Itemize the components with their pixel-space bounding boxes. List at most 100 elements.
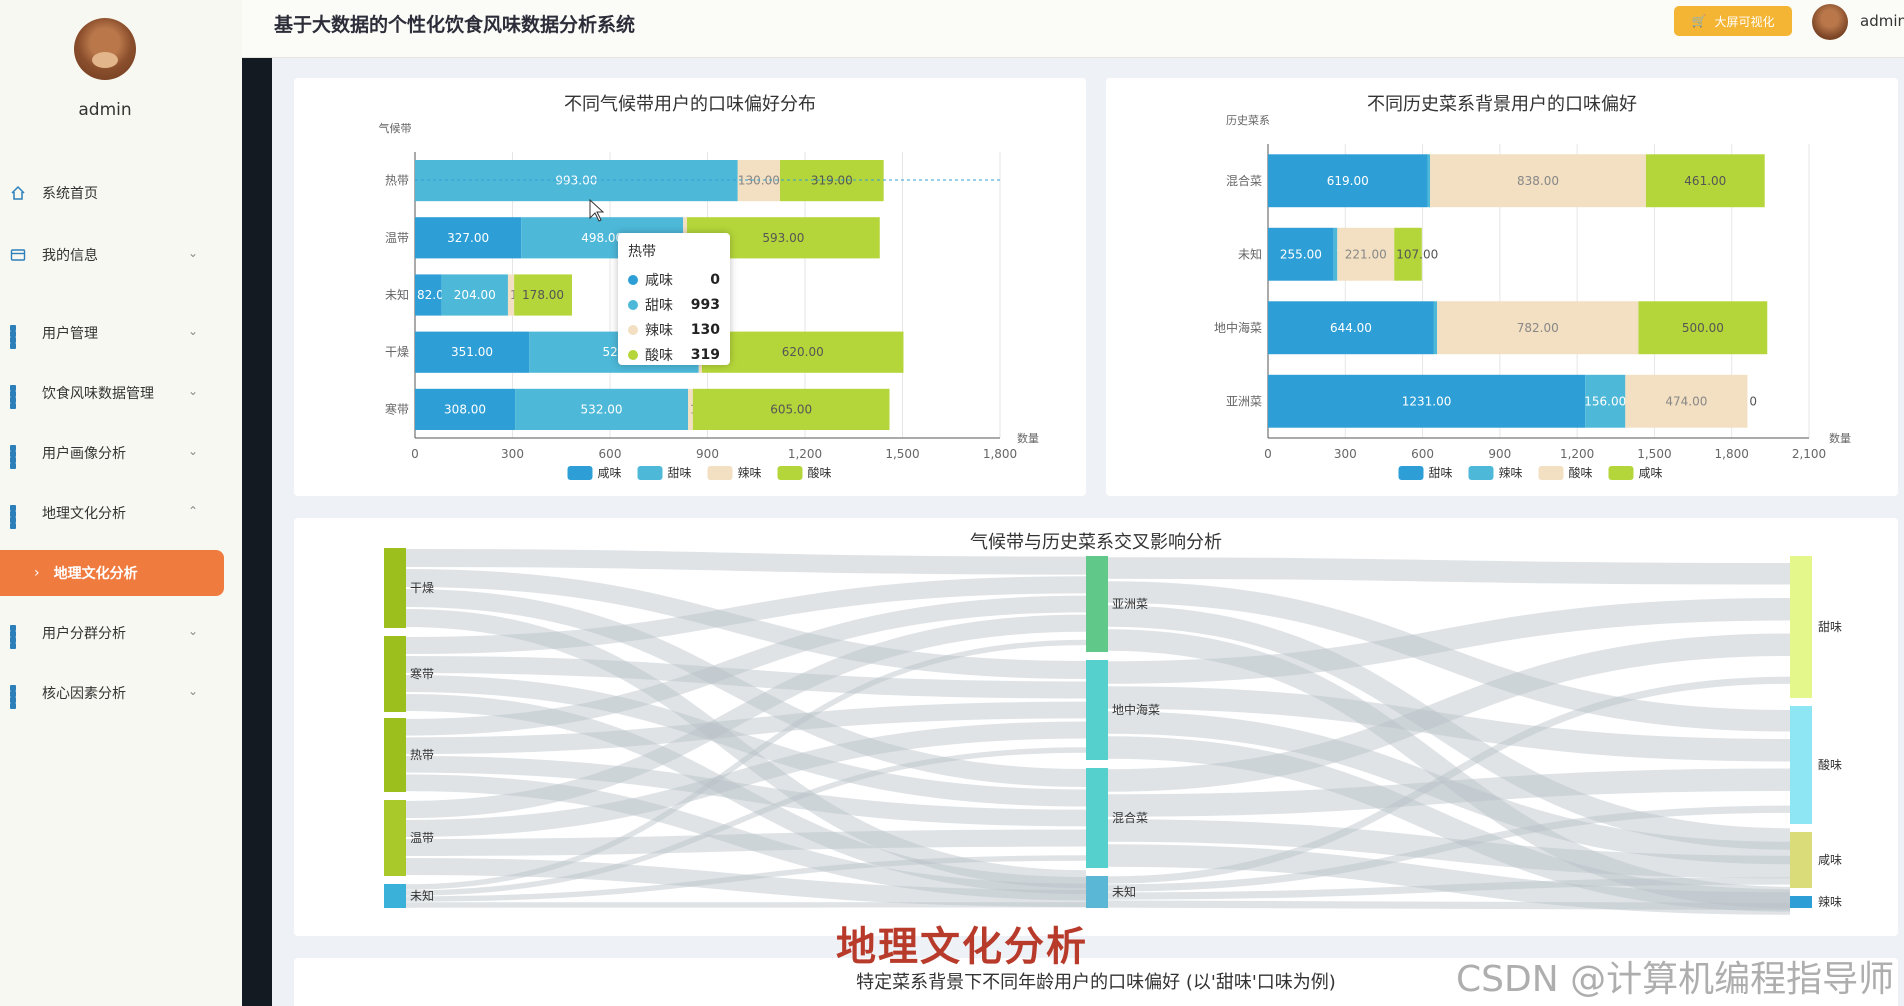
sankey-link [405,674,1087,807]
sidebar-subitem-geo-culture[interactable]: › 地理文化分析 [0,550,224,596]
sankey-link [1107,686,1791,762]
data-label: 532.00 [581,402,623,416]
data-label: 319.00 [811,174,853,188]
sankey-link [405,655,1087,699]
bar [1433,301,1437,355]
data-label: 204.00 [454,288,496,302]
sankey-link [1107,900,1791,911]
sidebar-item-core-factors[interactable]: 核心因素分析 ⌄ [0,668,220,718]
legend-swatch [567,466,593,480]
cart-icon: 🛒 [1691,14,1707,28]
bar [1268,301,1434,355]
sidebar-subitem-label: 地理文化分析 [53,566,138,582]
sidebar-item-user-profile[interactable]: 用户画像分析 ⌄ [0,428,220,478]
x-axis-title: 数量 [1017,432,1039,445]
legend-label: 辣味 [738,466,762,480]
bar [1333,227,1338,281]
sidebar-item-label: 地理文化分析 [42,506,126,522]
sidebar-item-flavor-data[interactable]: 饮食风味数据管理 ⌄ [0,368,220,418]
data-label: 838.00 [1517,174,1559,188]
x-tick-label: 300 [1334,447,1357,461]
dark-strip [242,58,272,1006]
chart-panel-sankey: 气候带与历史菜系交叉影响分析 干燥寒带热带温带未知亚洲菜地中海菜混合菜未知甜味酸… [294,518,1898,936]
data-label: 474.00 [1665,394,1707,408]
bar [415,160,738,202]
bar [688,388,693,430]
sidebar-item-my-info[interactable]: 我的信息 ⌄ [0,230,220,280]
legend-label: 咸味 [598,466,622,480]
legend-swatch [1468,466,1494,480]
grid-icon [10,445,26,469]
bar [1268,154,1428,208]
data-label: 498.00 [581,231,623,245]
sankey-link [1107,557,1791,585]
sankey-link [405,614,1087,819]
bar [507,274,515,316]
sidebar-item-label: 核心因素分析 [42,686,126,702]
sankey-link [405,549,1087,575]
sidebar-item-geo-culture[interactable]: 地理文化分析 ⌃ [0,488,220,538]
bar [515,388,688,430]
sankey-node-label: 热带 [410,748,434,762]
sidebar-item-user-cluster[interactable]: 用户分群分析 ⌄ [0,608,220,658]
x-tick-label: 1,500 [1637,447,1671,461]
sidebar-item-label: 用户分群分析 [42,626,126,642]
bar [1427,154,1431,208]
x-tick-label: 0 [1264,447,1272,461]
sidebar-item-home[interactable]: 系统首页 [0,168,220,218]
avatar[interactable] [74,18,136,80]
data-label: 156.00 [1584,394,1626,408]
legend-label: 酸味 [808,465,832,480]
chart-title: 不同气候带用户的口味偏好分布 [564,94,816,115]
bar [737,160,780,202]
sankey-link [1107,877,1791,900]
bar [779,160,884,202]
x-tick-label: 2,100 [1792,447,1826,461]
y-tick-label: 混合菜 [1226,173,1262,188]
y-tick-label: 未知 [385,288,409,302]
grid-icon [10,325,26,349]
y-tick-label: 未知 [1238,247,1262,261]
data-label: 255.00 [1280,247,1322,261]
bar [1645,154,1765,208]
sankey-link [405,595,1087,736]
sankey-node-label: 辣味 [1818,895,1842,909]
x-tick-label: 0 [411,447,419,461]
sankey-node [1790,706,1812,824]
data-label: 107.00 [1396,247,1438,261]
data-label: 644.00 [1330,321,1372,335]
bigscreen-button[interactable]: 🛒 大屏可视化 [1674,6,1792,36]
bar [514,274,572,316]
avatar[interactable] [1812,4,1848,40]
sidebar-item-label: 系统首页 [42,186,98,202]
sankey-link [1107,676,1791,884]
chevron-down-icon: ⌄ [187,246,198,260]
bar [1585,374,1626,428]
sankey-link [405,747,1087,896]
chart-title: 特定菜系背景下不同年龄用户的口味偏好 (以'甜味'口味为例) [856,972,1336,993]
cursor-icon [589,198,605,222]
sankey-link [1107,598,1791,684]
sidebar-item-user-management[interactable]: 用户管理 ⌄ [0,308,220,358]
data-label: 0 [1749,394,1757,408]
x-tick-label: 1,800 [1715,447,1749,461]
data-label: 593.00 [762,231,804,245]
sankey-node-label: 未知 [1112,885,1136,899]
sankey-node [1790,556,1812,698]
sankey-link [405,569,1087,679]
sankey-link [1107,633,1791,792]
sankey-link [405,589,1087,787]
legend-label: 辣味 [1499,466,1523,480]
bar [1394,227,1422,281]
chart-panel-age: 特定菜系背景下不同年龄用户的口味偏好 (以'甜味'口味为例) [294,958,1898,1006]
sankey-link [405,774,1087,901]
sankey-link [1107,605,1791,850]
sankey-link [405,857,1087,907]
sankey-link [1107,736,1791,912]
